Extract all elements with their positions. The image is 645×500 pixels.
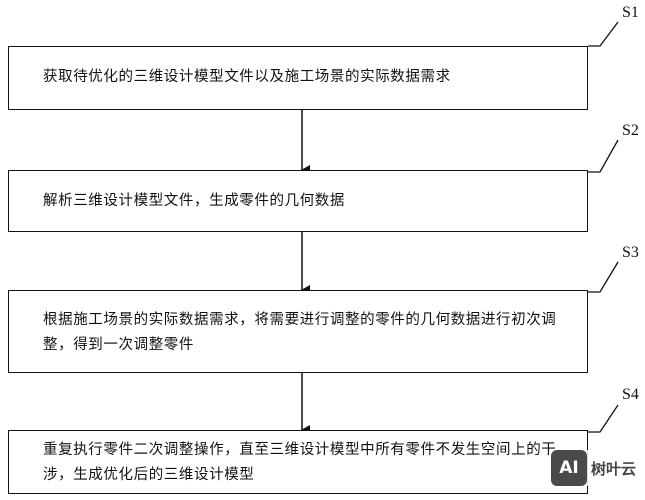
step-box-s1: 获取待优化的三维设计模型文件以及施工场景的实际数据需求 <box>8 46 588 110</box>
leader-s3 <box>588 261 619 293</box>
step-box-s4: 重复执行零件二次调整操作，直至三维设计模型中所有零件不发生空间上的干 涉，生成优… <box>8 430 588 494</box>
step-text-s3: 根据施工场景的实际数据需求，将需要进行调整的零件的几何数据进行初次调 整，得到一… <box>43 312 557 353</box>
watermark-text: 树叶云 <box>591 459 637 478</box>
step-box-s2: 解析三维设计模型文件，生成零件的几何数据 <box>8 170 588 232</box>
step-text-s2: 解析三维设计模型文件，生成零件的几何数据 <box>43 193 345 209</box>
step-text-s1: 获取待优化的三维设计模型文件以及施工场景的实际数据需求 <box>43 69 451 85</box>
leader-s2 <box>588 139 619 173</box>
watermark: AI 树叶云 <box>551 450 637 486</box>
step-label-s1: S1 <box>622 4 639 21</box>
step-label-s2: S2 <box>622 122 639 139</box>
step-label-s3: S3 <box>622 244 639 261</box>
leader-s4 <box>588 404 619 433</box>
step-box-s3: 根据施工场景的实际数据需求，将需要进行调整的零件的几何数据进行初次调 整，得到一… <box>8 290 588 373</box>
watermark-logo: AI <box>551 450 587 486</box>
leader-s1 <box>588 21 619 47</box>
step-label-s4: S4 <box>622 386 639 403</box>
step-text-s4: 重复执行零件二次调整操作，直至三维设计模型中所有零件不发生空间上的干 涉，生成优… <box>43 442 557 483</box>
